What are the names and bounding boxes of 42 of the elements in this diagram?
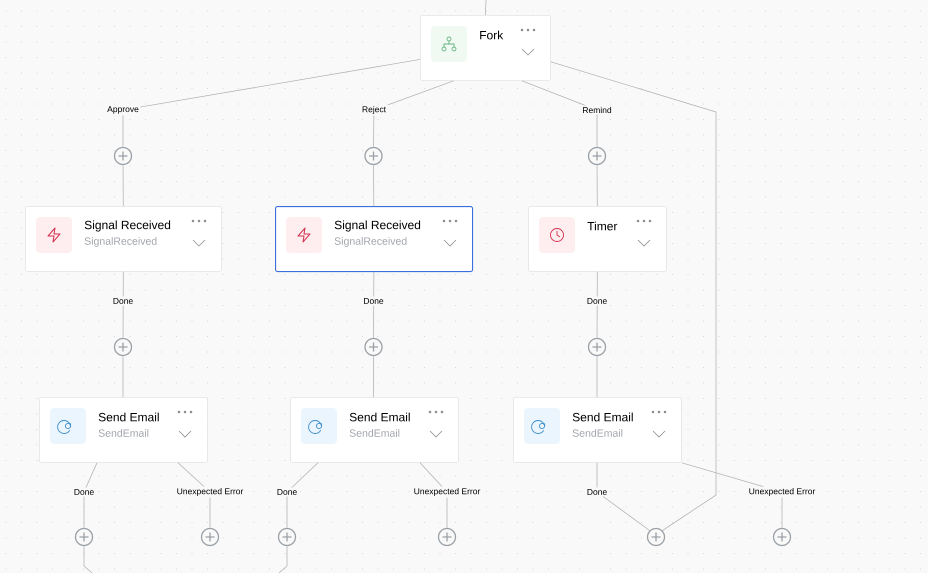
connector-line [596, 271, 598, 338]
connector-line [122, 356, 124, 398]
add-step-button [114, 338, 132, 356]
add-step-button [364, 338, 383, 356]
edge-label: Unexpected Error [175, 486, 245, 498]
add-step-button [74, 528, 94, 546]
connector-line [373, 164, 374, 206]
connector-line [122, 59, 420, 148]
connector-line [596, 356, 598, 398]
add-step-button [438, 528, 456, 546]
add-step-button [114, 146, 132, 166]
edge-label: Unexpected Error [412, 486, 482, 498]
step-card: Signal Received SignalReceived [275, 206, 474, 272]
edge-label: Done [72, 488, 96, 496]
edge-label: Done [585, 488, 609, 496]
add-step-button [772, 528, 792, 546]
edge-label: Done [585, 296, 609, 306]
connector-line [485, 0, 486, 16]
add-step-button [588, 146, 606, 166]
add-step-button [278, 528, 296, 546]
add-step-button [200, 528, 220, 546]
add-step-button [646, 528, 666, 546]
connector-line [286, 462, 318, 528]
connector-line [596, 164, 598, 206]
connector-line [84, 546, 92, 573]
connector-line [122, 164, 124, 206]
connector-line [84, 462, 98, 528]
edge-label: Approve [106, 104, 140, 116]
connector-line [122, 271, 124, 338]
connector-line [373, 272, 374, 338]
connector-line [596, 462, 650, 531]
connector-line [550, 61, 716, 531]
add-step-button [588, 338, 606, 356]
edge-label: Done [111, 296, 135, 306]
edge-label: Unexpected Error [747, 486, 817, 498]
edge-label: Done [275, 488, 299, 496]
connector-line [278, 546, 288, 573]
edge-label: Reject [360, 104, 388, 116]
step-card: Signal Received SignalReceived [25, 206, 222, 272]
add-step-button [364, 146, 383, 166]
edge-label: Done [362, 296, 386, 306]
connector-line [373, 356, 374, 398]
